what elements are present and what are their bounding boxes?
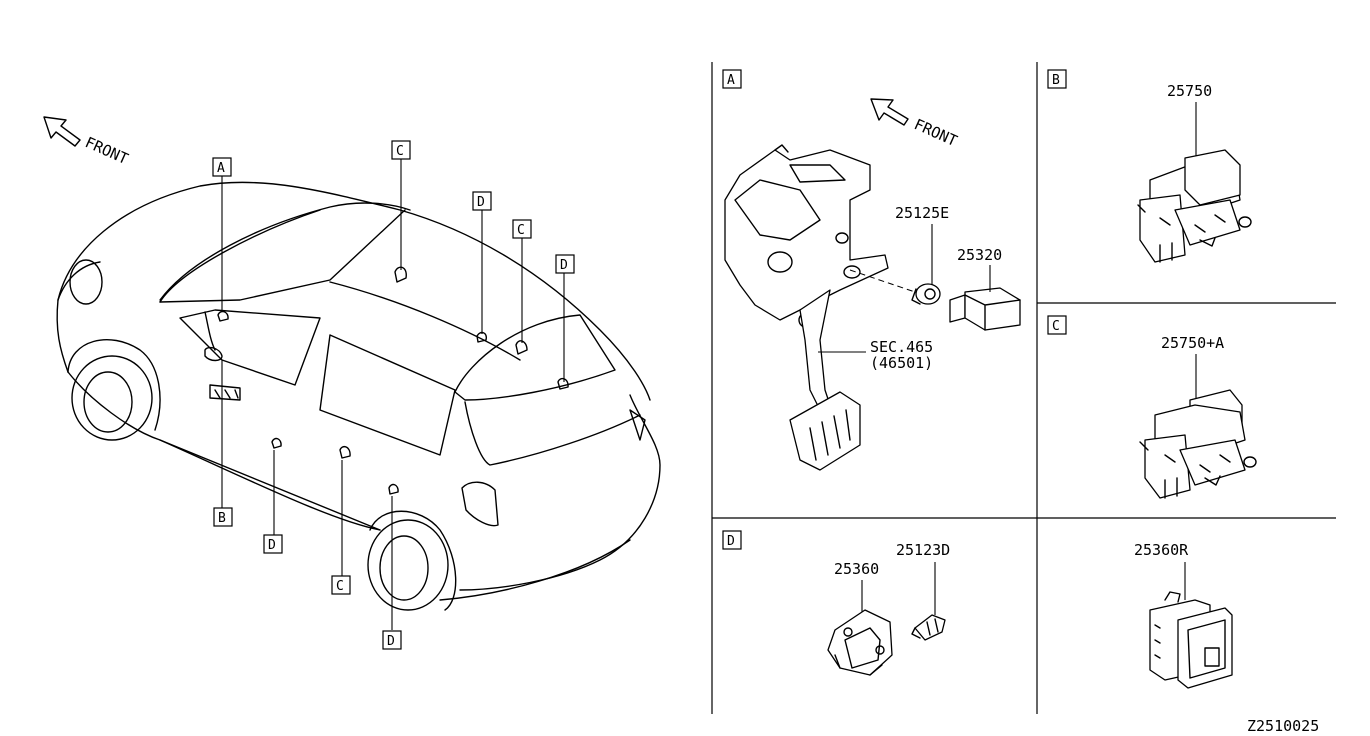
- part-number-25320: 25320: [957, 246, 1002, 264]
- svg-text:B: B: [218, 511, 226, 526]
- svg-text:B: B: [1052, 73, 1060, 88]
- stop-lamp-switch-25320: [949, 287, 1021, 331]
- callout-leaders: [221, 158, 565, 630]
- part-number-25750: 25750: [1167, 82, 1212, 100]
- svg-text:D: D: [477, 195, 485, 210]
- callout-a: A: [212, 157, 232, 177]
- vehicle-body: [56, 181, 661, 611]
- stopper-25125e: [911, 283, 941, 305]
- panel-a: A FRONT 25125E: [722, 69, 1021, 471]
- callout-c-side: C: [331, 575, 351, 595]
- panel-e: 25360R: [1134, 541, 1233, 689]
- switch-25750-a: [1139, 389, 1257, 499]
- callout-c-roof: C: [391, 140, 411, 160]
- sec-ref-line2: (46501): [870, 354, 933, 372]
- panel-d: D 25360 25123D: [722, 530, 950, 676]
- door-switch-25360: [827, 609, 893, 676]
- callout-d-hatch: D: [555, 254, 575, 274]
- pedal-assembly: [724, 144, 889, 471]
- switch-25360r: [1149, 591, 1233, 689]
- front-arrow-icon: [43, 116, 81, 147]
- callout-d-rear: D: [382, 630, 402, 650]
- front-label: FRONT: [82, 133, 131, 168]
- front-arrow-icon: [870, 98, 909, 126]
- svg-text:A: A: [727, 73, 735, 88]
- panel-a-front-label: FRONT: [911, 115, 960, 150]
- callout-c-hatch: C: [512, 219, 532, 239]
- part-number-25125e: 25125E: [895, 204, 949, 222]
- svg-text:C: C: [336, 579, 344, 594]
- part-number-25360: 25360: [834, 560, 879, 578]
- svg-text:C: C: [396, 144, 404, 159]
- part-number-25750-a: 25750+A: [1161, 334, 1224, 352]
- callout-d-roof: D: [472, 191, 492, 211]
- sec-ref-line1: SEC.465: [870, 338, 933, 356]
- svg-text:A: A: [217, 161, 225, 176]
- detail-panels-grid: [711, 62, 1336, 714]
- switch-25750: [1137, 149, 1252, 263]
- callout-b: B: [213, 507, 233, 527]
- clip-25123d: [911, 614, 946, 641]
- diagram-code: Z2510025: [1247, 717, 1319, 735]
- svg-text:C: C: [517, 223, 525, 238]
- panel-c: C 25750+A: [1047, 315, 1257, 499]
- callout-d-door: D: [263, 534, 283, 554]
- svg-text:D: D: [727, 534, 735, 549]
- part-number-25360r: 25360R: [1134, 541, 1189, 559]
- svg-text:D: D: [560, 258, 568, 273]
- svg-text:D: D: [268, 538, 276, 553]
- vehicle-overview: FRONT: [43, 116, 661, 650]
- part-number-25123d: 25123D: [896, 541, 950, 559]
- svg-text:D: D: [387, 634, 395, 649]
- svg-text:C: C: [1052, 319, 1060, 334]
- panel-b: B 25750: [1047, 69, 1252, 263]
